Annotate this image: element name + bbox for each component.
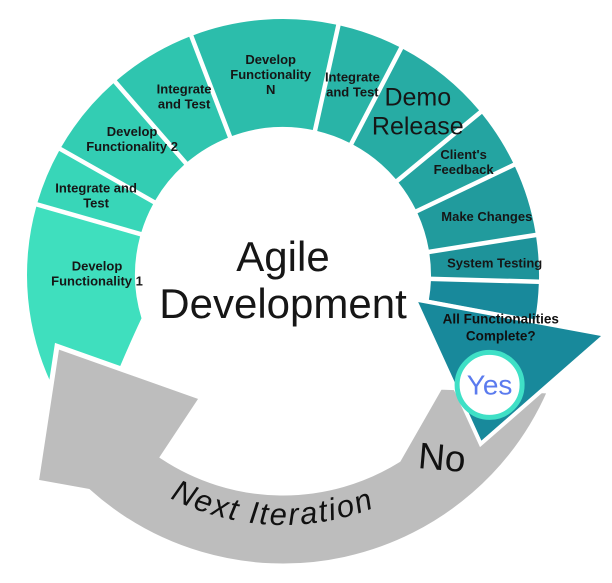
segment-integrate-and-test-2: [116, 36, 228, 162]
segment-demo-release: [353, 49, 480, 180]
segment-make-changes: [417, 166, 536, 250]
segment-clients-feedback: [398, 113, 514, 210]
diagram-title-line1: Agile: [236, 233, 329, 280]
next-iteration-arrow: [33, 342, 554, 569]
diagram-title-line2: Development: [159, 280, 407, 327]
no-label: No: [417, 435, 468, 480]
yes-label: Yes: [467, 369, 513, 400]
segment-label-system-testing: System Testing: [447, 256, 542, 271]
segment-label-make-changes: Make Changes: [441, 209, 532, 224]
segment-system-testing: [429, 237, 540, 280]
decision-arrow-tail: [428, 281, 539, 320]
yes-badge-circle: [454, 349, 525, 420]
segment-integrate-and-test-3: [317, 25, 400, 143]
segment-develop-functionality-2: [61, 83, 185, 201]
segment-develop-functionality-n: [193, 19, 337, 136]
segment-integrate-and-test-1: [37, 150, 154, 232]
